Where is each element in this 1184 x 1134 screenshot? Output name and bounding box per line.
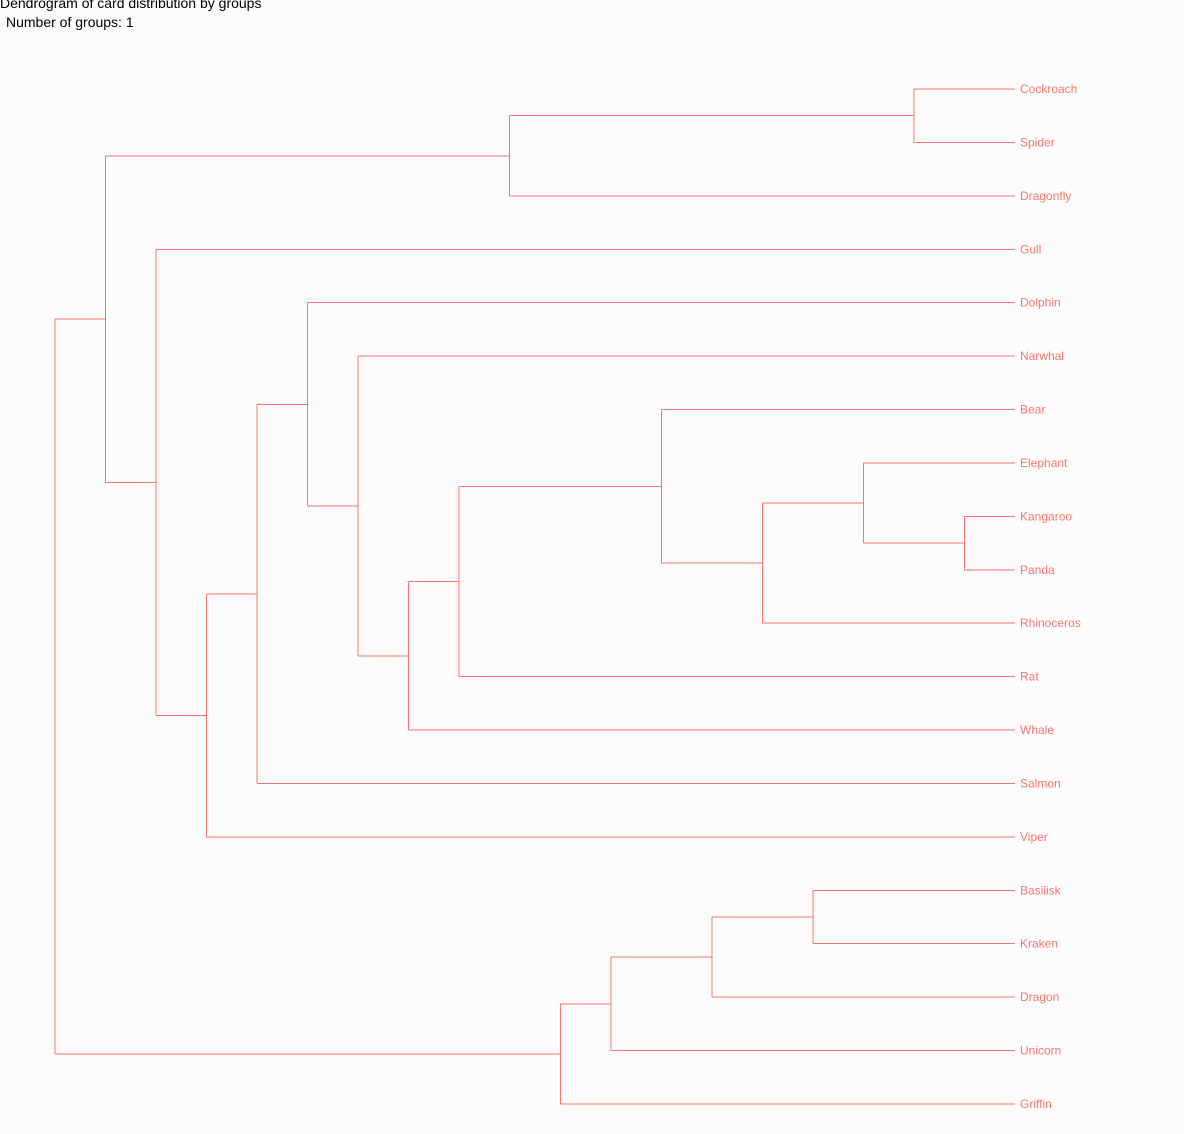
leaf-label-dragonfly: Dragonfly xyxy=(1020,189,1071,203)
leaf-label-griffin: Griffin xyxy=(1020,1097,1052,1111)
leaf-label-cockroach: Cockroach xyxy=(1020,82,1077,96)
leaf-label-narwhal: Narwhal xyxy=(1020,349,1064,363)
leaf-label-salmon: Salmon xyxy=(1020,776,1061,790)
leaf-label-rat: Rat xyxy=(1020,670,1039,684)
leaf-label-whale: Whale xyxy=(1020,723,1054,737)
leaf-label-unicorn: Unicorn xyxy=(1020,1044,1061,1058)
leaf-label-elephant: Elephant xyxy=(1020,456,1068,470)
leaf-label-bear: Bear xyxy=(1020,403,1045,417)
leaf-label-panda: Panda xyxy=(1020,563,1055,577)
leaf-label-basilisk: Basilisk xyxy=(1020,883,1062,897)
leaf-label-kraken: Kraken xyxy=(1020,937,1058,951)
leaf-label-viper: Viper xyxy=(1020,830,1048,844)
leaf-label-spider: Spider xyxy=(1020,135,1055,149)
leaf-label-dolphin: Dolphin xyxy=(1020,296,1061,310)
leaf-label-dragon: Dragon xyxy=(1020,990,1059,1004)
chart-subtitle: Number of groups: 1 xyxy=(6,14,134,30)
leaf-label-kangaroo: Kangaroo xyxy=(1020,509,1072,523)
leaf-label-rhinoceros: Rhinoceros xyxy=(1020,616,1081,630)
chart-title: Dendrogram of card distribution by group… xyxy=(0,0,262,11)
leaf-label-gull: Gull xyxy=(1020,242,1041,256)
